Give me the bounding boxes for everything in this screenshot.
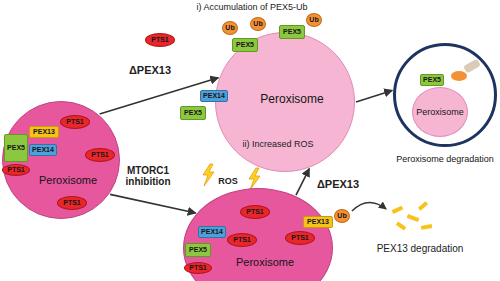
node-label: PEX5 [7, 144, 25, 152]
pex13-fragment [396, 221, 406, 230]
pex13-fragment [392, 206, 404, 214]
pex5-protein: PEX5 [185, 243, 211, 257]
annotation: PEX13 degradation [377, 243, 464, 254]
pex14-protein: PEX14 [198, 226, 226, 238]
degradation-arrow [352, 202, 386, 211]
ubiquitin-shape [451, 71, 467, 81]
node-label: PEX5 [184, 109, 202, 117]
node-label: PEX5 [423, 76, 441, 84]
pex5-protein: PEX5 [4, 134, 28, 162]
pts1-cargo: PTS1 [60, 115, 90, 129]
node-label: Ub [309, 16, 318, 24]
pts1-cargo: PTS1 [2, 164, 30, 176]
caption-text: Peroxisome degradation [396, 155, 494, 165]
node-label: Ub [225, 24, 234, 32]
ubiquitin: Ub [334, 209, 350, 223]
pex14-protein: PEX14 [200, 90, 228, 102]
node-label: PEX14 [32, 146, 54, 154]
annotation: ii) Increased ROS [242, 140, 313, 150]
node-label: Peroxisome [39, 174, 97, 186]
node-label: PEX5 [189, 246, 207, 254]
pex13-protein: PEX13 [29, 126, 59, 138]
annotation: MTORC1 inhibition [120, 165, 176, 187]
node-label: Peroxisome [260, 93, 323, 106]
peroxisome: Peroxisome [215, 32, 355, 172]
pts1-cargo: PTS1 [184, 262, 212, 274]
ros-bolt [249, 168, 260, 190]
node-label: Ub [337, 212, 346, 220]
pts1-cargo: PTS1 [227, 233, 257, 247]
pex5-protein: PEX5 [232, 38, 258, 52]
pex13-fragment [418, 201, 428, 210]
node-label: PEX5 [236, 41, 254, 49]
pex5-protein: PEX5 [279, 25, 305, 39]
node-label: Peroxisome [236, 256, 294, 268]
node-label: PEX13 [33, 128, 55, 136]
pts1-cargo: PTS1 [240, 205, 270, 219]
pts1-cargo: PTS1 [57, 196, 87, 210]
autophagosome: Peroxisome degradationPeroxisomePEX5 [393, 43, 497, 147]
process-arrow [356, 90, 392, 102]
annotation: ΔPEX13 [317, 178, 359, 190]
ubiquitin: Ub [222, 21, 238, 35]
ubiquitin: Ub [250, 17, 266, 31]
node-label: PTS1 [151, 36, 169, 44]
node-label: PTS1 [246, 208, 264, 216]
annotation: i) Accumulation of PEX5-Ub [196, 3, 307, 13]
node-label: PEX14 [201, 228, 223, 236]
process-arrow [296, 169, 309, 196]
pex14-protein: PEX14 [29, 144, 57, 156]
pts1-cargo: PTS1 [85, 148, 115, 162]
node-label: PEX5 [283, 28, 301, 36]
pex13-fragment [421, 224, 433, 230]
ros-bolt [203, 164, 214, 186]
ubiquitin: Ub [306, 13, 322, 27]
node-label: PTS1 [7, 166, 25, 174]
annotation: ΔPEX13 [129, 64, 171, 76]
node-label: PTS1 [66, 118, 84, 126]
pex5-protein: PEX5 [180, 106, 206, 120]
node-label: Ub [253, 20, 262, 28]
pex13-fragment [407, 214, 420, 222]
node-label: PTS1 [63, 199, 81, 207]
process-arrow [110, 194, 196, 213]
pts1-cargo: PTS1 [145, 33, 175, 47]
peroxisome: Peroxisome [412, 87, 468, 137]
pts1-cargo: PTS1 [285, 231, 315, 245]
node-label: PEX13 [307, 218, 329, 226]
node-label: PEX14 [203, 92, 225, 100]
pex13-protein: PEX13 [303, 216, 333, 228]
node-label: Peroxisome [416, 108, 464, 118]
receptor-shape [463, 59, 481, 74]
pex5-protein: PEX5 [420, 74, 444, 86]
node-label: PTS1 [189, 264, 207, 272]
node-label: PTS1 [291, 234, 309, 242]
node-label: PTS1 [233, 236, 251, 244]
annotation: ROS [218, 177, 238, 187]
node-label: PTS1 [91, 151, 109, 159]
